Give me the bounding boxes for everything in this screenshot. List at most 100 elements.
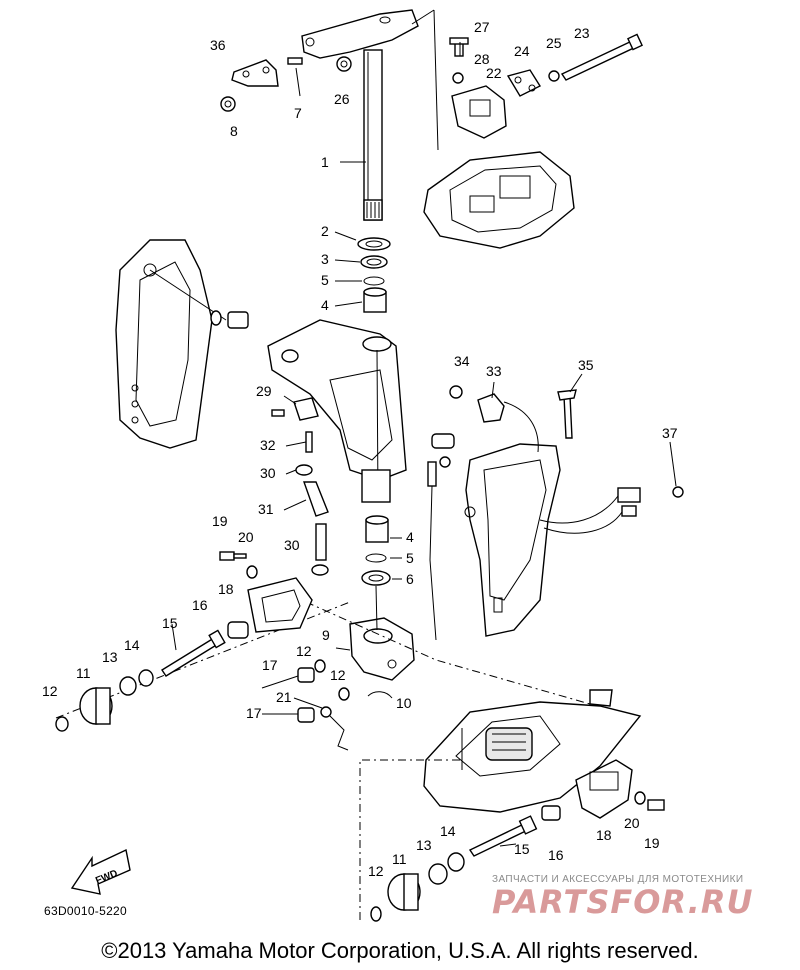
washer-28 [452,72,464,84]
callout-30a: 30 [260,465,276,481]
callout-5a: 5 [321,272,329,288]
bolt-15-left [161,629,226,677]
callout-13b: 13 [416,837,432,853]
callout-17a: 17 [262,657,278,673]
steering-shaft [363,49,383,221]
cover-plate [423,151,575,249]
bolt-15-right [468,815,538,857]
washer-2 [357,237,391,251]
collar-16-left [227,621,249,639]
bolt-19-right [647,799,665,811]
callout-17b: 17 [246,705,262,721]
clamp-bracket-right [464,443,561,637]
damper-housing-18-left [247,577,313,633]
screw-35 [557,389,577,439]
callout-27: 27 [474,19,490,35]
fwd-arrow-icon: FWD [70,848,131,895]
callout-14b: 14 [440,823,456,839]
watermark-logo: PARTSFOR.RU [492,883,754,921]
callout-19a: 19 [212,513,228,529]
callout-16a: 16 [192,597,208,613]
callout-18a: 18 [218,581,234,597]
callout-10: 10 [396,695,412,711]
switch-33 [477,393,505,423]
screw-32 [305,431,313,453]
callout-31: 31 [258,501,274,517]
bolt-19-left [219,551,247,561]
callout-36: 36 [210,37,226,53]
callout-26: 26 [334,91,350,107]
damper-housing-18-right [575,759,633,819]
callout-21: 21 [276,689,292,705]
callout-11b: 11 [392,851,407,867]
bolt-27 [449,37,469,57]
callout-35: 35 [578,357,594,373]
callout-37: 37 [662,425,678,441]
callout-5b: 5 [406,550,414,566]
callout-2: 2 [321,223,329,239]
callout-34: 34 [454,353,470,369]
callout-19b: 19 [644,835,660,851]
plug-swivel [431,433,455,449]
bolt-7 [287,57,303,65]
callout-12b: 12 [296,643,312,659]
bushing-left [227,311,249,329]
cap-17-top [297,667,315,683]
washer-14-left [138,669,154,687]
callout-20b: 20 [624,815,640,831]
callout-23: 23 [574,25,590,41]
watermark-tagline: ЗАПЧАСТИ И АКСЕССУАРЫ ДЛЯ МОТОТЕХНИКИ [492,874,744,885]
callout-4a: 4 [321,297,329,313]
callout-1: 1 [321,154,329,170]
washer-20-left [246,565,258,579]
washer-left [210,310,222,326]
diagram-code: 63D0010-5220 [44,904,128,918]
washer-12-left [55,716,69,732]
callout-24: 24 [514,43,530,59]
washer-13-right [428,863,448,885]
switch-22 [451,85,507,139]
callout-13a: 13 [102,649,118,665]
callout-4b: 4 [406,529,414,545]
clip-10 [367,691,393,699]
callout-11a: 11 [76,665,91,681]
bolt-23 [560,33,643,81]
hose-31 [303,481,329,561]
nut-8 [220,96,236,112]
mount-11-left [79,687,113,725]
clamp-30-bottom [311,564,329,576]
washer-12-right [370,906,382,922]
callout-15b: 15 [514,841,530,857]
lower-case [423,689,642,813]
callout-12d: 12 [368,863,384,879]
mount-9 [349,617,415,681]
o-ring-5-bottom [365,553,387,563]
callout-20a: 20 [238,529,254,545]
washer-14-right [447,852,465,872]
connector-37 [617,486,684,517]
clamp-30-top [295,464,313,476]
bracket-36 [231,59,279,87]
ground-lead-21 [320,706,349,751]
callout-3: 3 [321,251,329,267]
callout-15a: 15 [162,615,178,631]
callout-16b: 16 [548,847,564,863]
watermark: ЗАПЧАСТИ И АКСЕССУАРЫ ДЛЯ МОТОТЕХНИКИ PA… [492,874,792,921]
screw-34 [449,385,463,399]
callout-7: 7 [294,105,302,121]
washer-12-center [314,659,326,673]
swivel-bracket [267,319,407,481]
nut-swivel [439,456,451,468]
cable-grommet [427,461,437,487]
o-ring-5-top [363,276,385,286]
callout-8: 8 [230,123,238,139]
bushing-swivel-lower [361,469,391,503]
steering-arm [301,9,419,59]
washer-6 [361,570,391,586]
washer-12-lower [338,687,350,701]
callout-18b: 18 [596,827,612,843]
washer-25 [548,70,560,82]
bushing-4-bottom [365,515,389,543]
callout-25: 25 [546,35,562,51]
callout-12c: 12 [330,667,346,683]
